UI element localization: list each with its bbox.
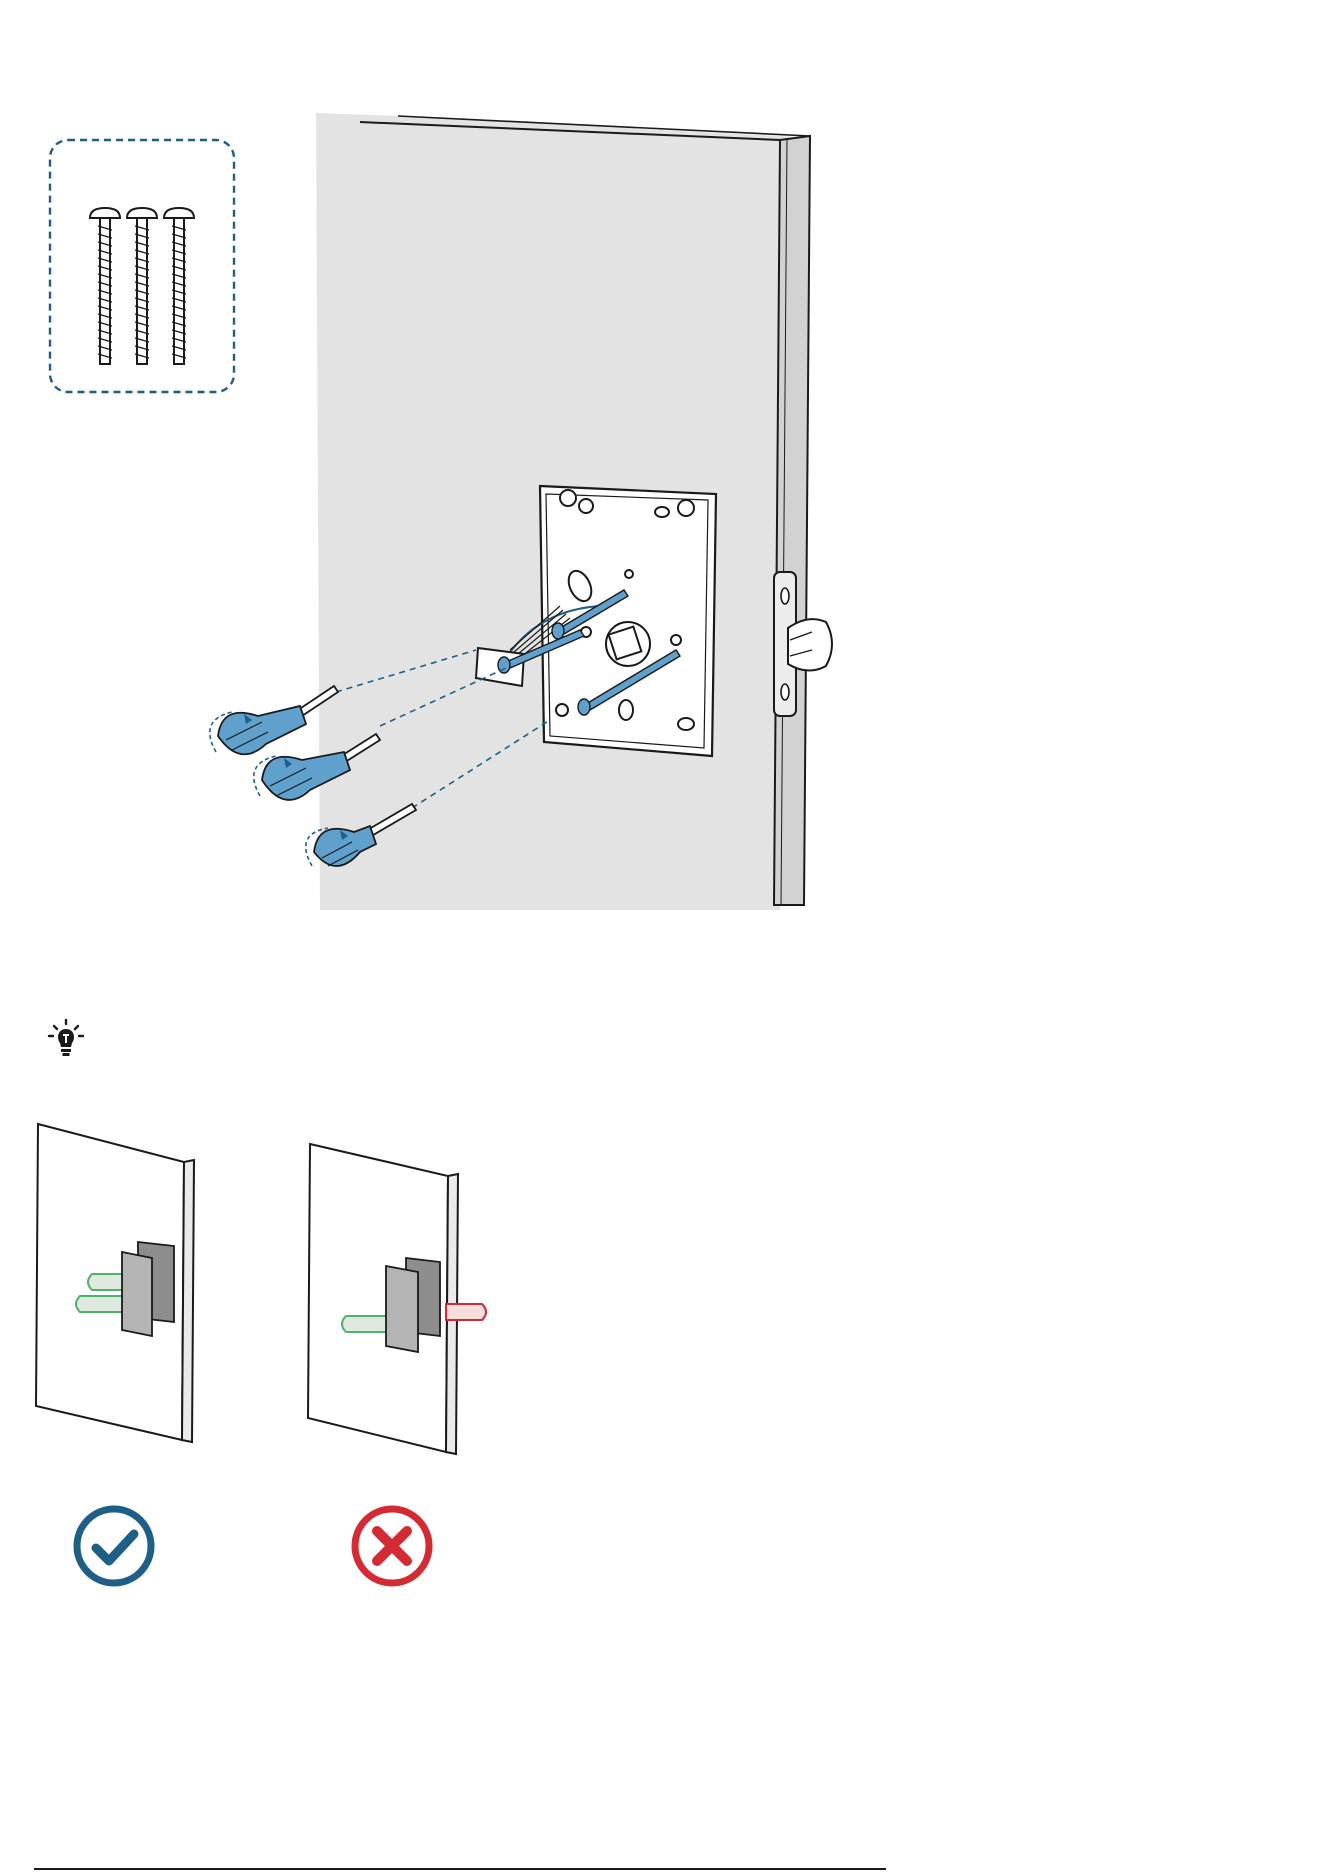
- footer-rule: [34, 1868, 886, 1870]
- door-mounting-plate-screwdriver-icon: [0, 0, 1324, 910]
- incorrect-installation-illustration: [306, 1140, 496, 1458]
- correct-status: [72, 1504, 156, 1588]
- lightbulb-tip-icon: [46, 1018, 86, 1058]
- incorrect-status: [350, 1504, 434, 1588]
- x-circle-icon: [350, 1504, 434, 1588]
- main-illustration: [0, 0, 1324, 910]
- check-circle-icon: [72, 1504, 156, 1588]
- correct-installation-illustration: [34, 1120, 204, 1452]
- tip: [46, 1018, 86, 1058]
